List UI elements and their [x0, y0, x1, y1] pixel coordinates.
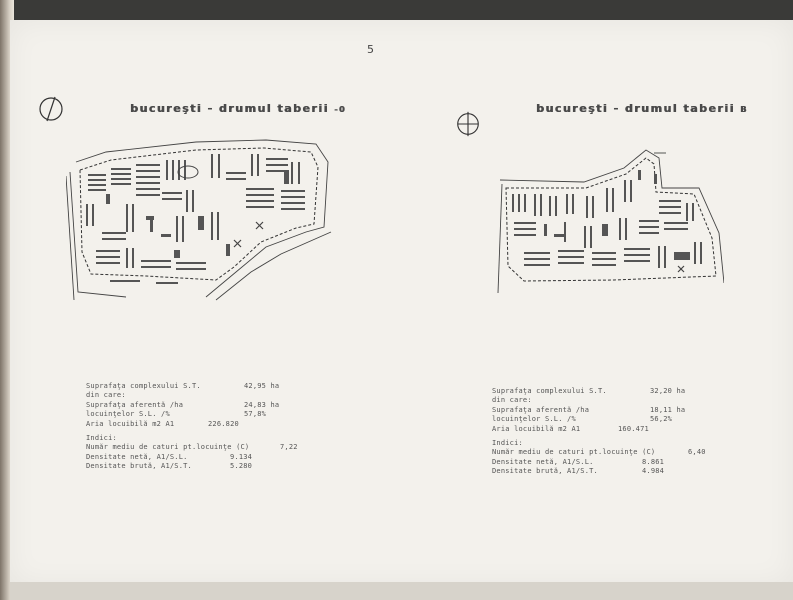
indices-header: Indici: — [492, 438, 523, 447]
left-site-plan — [66, 132, 336, 302]
left-title-suffix: -0 — [334, 105, 346, 114]
index-row: Densitate brută, A1/S.T.4.984 — [492, 467, 665, 476]
page-edge — [10, 582, 793, 600]
north-arrow-icon — [454, 110, 482, 138]
right-stats-block: Suprafaţa complexului S.T.32,20 ha din c… — [492, 387, 752, 477]
right-plan-title: bucureşti - drumul taberii B — [536, 102, 748, 115]
right-title-suffix: B — [740, 105, 748, 114]
stat-row: Suprafaţa complexului S.T.42,95 ha — [86, 382, 280, 390]
right-site-plan — [494, 148, 724, 296]
stat-row: locuinţelor S.L. /%56,2% — [492, 415, 673, 424]
index-row: Număr mediu de caturi pt.locuinţe (C)7,2… — [86, 443, 298, 452]
stat-row: Suprafaţa complexului S.T.32,20 ha — [492, 387, 686, 395]
index-row: Densitate netă, A1/S.L.8.861 — [492, 457, 665, 466]
indices-header: Indici: — [86, 433, 117, 442]
index-row: Densitate brută, A1/S.T.5.280 — [86, 462, 253, 471]
stat-row: din care: — [492, 396, 532, 405]
right-title-text: bucureşti - drumul taberii — [536, 102, 735, 115]
index-row: Număr mediu de caturi pt.locuinţe (C)6,4… — [492, 448, 706, 457]
north-arrow-icon — [36, 94, 66, 124]
index-row: Densitate netă, A1/S.L.9.134 — [86, 452, 253, 461]
left-stats-block: Suprafaţa complexului S.T.42,95 ha din c… — [86, 382, 336, 472]
left-title-text: bucureşti - drumul taberii — [130, 102, 329, 115]
stat-row: locuinţelor S.L. /%57,8% — [86, 410, 267, 419]
page-number: 5 — [367, 43, 374, 56]
document-page — [10, 20, 793, 585]
left-plan-title: bucureşti - drumul taberii -0 — [130, 102, 346, 115]
stat-row: din care: — [86, 391, 126, 400]
